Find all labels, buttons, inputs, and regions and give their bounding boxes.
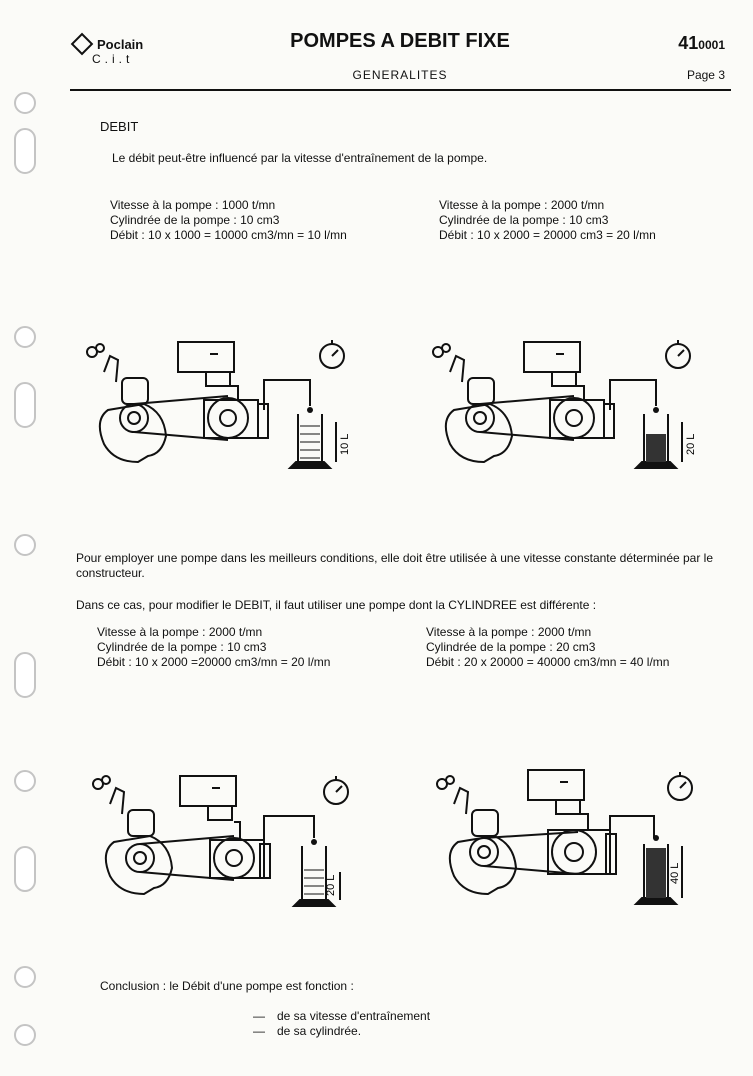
example1-right: Vitesse à la pompe : 2000 t/mn Cylindrée…: [439, 198, 656, 243]
example2-left-flow: Débit : 10 x 2000 =20000 cm3/mn = 20 l/m…: [97, 655, 331, 669]
brand-logo: Poclain: [70, 32, 144, 56]
header-rule: [70, 89, 731, 91]
intro-text: Le débit peut-être influencé par la vite…: [112, 151, 488, 165]
paragraph-2: Dans ce cas, pour modifier le DEBIT, il …: [76, 598, 596, 613]
paragraph-1: Pour employer une pompe dans les meilleu…: [76, 551, 714, 580]
list-bullet: —: [253, 1009, 265, 1023]
binder-hole: [14, 846, 36, 892]
list-item: — de sa cylindrée.: [253, 1024, 430, 1039]
paragraph-2-term-cylindree: CYLINDREE: [448, 598, 517, 612]
example2-left-displacement: Cylindrée de la pompe : 10 cm3: [97, 640, 267, 654]
binder-hole: [14, 128, 36, 174]
brand-name: Poclain: [97, 36, 144, 52]
example1-right-displacement: Cylindrée de la pompe : 10 cm3: [439, 213, 609, 227]
binder-hole: [14, 382, 36, 428]
example1-left-speed: Vitesse à la pompe : 1000 t/mn: [110, 198, 276, 212]
list-item: — de sa vitesse d'entraînement: [253, 1009, 430, 1024]
example2-left: Vitesse à la pompe : 2000 t/mn Cylindrée…: [97, 625, 330, 670]
example2-right-displacement: Cylindrée de la pompe : 20 cm3: [426, 640, 596, 654]
document-number-sub: 0001: [698, 38, 725, 52]
binder-hole: [14, 966, 36, 988]
binder-hole: [14, 770, 36, 792]
brand-subtitle: C.i.t: [92, 52, 134, 66]
pump-figure-2: 20 L: [432, 340, 697, 469]
binder-hole: [14, 534, 36, 556]
example2-right-speed: Vitesse à la pompe : 2000 t/mn: [426, 625, 592, 639]
fig3-volume-label: 20 L: [325, 875, 337, 896]
paragraph-2-term-debit: DEBIT: [234, 598, 269, 612]
pump-figure-4: 40 L: [436, 769, 693, 905]
page-subtitle: GENERALITES: [352, 68, 448, 82]
example1-left-flow: Débit : 10 x 1000 = 10000 cm3/mn = 10 l/…: [110, 228, 347, 242]
binder-hole: [14, 326, 36, 348]
example2-left-speed: Vitesse à la pompe : 2000 t/mn: [97, 625, 263, 639]
fig4-volume-label: 40 L: [669, 863, 681, 884]
document-number-main: 41: [678, 33, 699, 53]
page-title: POMPES A DEBIT FIXE: [290, 30, 510, 52]
binder-hole: [14, 652, 36, 698]
example2-right-flow: Débit : 20 x 20000 = 40000 cm3/mn = 40 l…: [426, 655, 670, 669]
section-heading: DEBIT: [100, 119, 139, 134]
list-item-text: de sa vitesse d'entraînement: [277, 1009, 431, 1023]
conclusion-list: — de sa vitesse d'entraînement — de sa cyl…: [253, 1009, 430, 1039]
pump-figure-1: 10 L: [86, 340, 351, 469]
example1-left: Vitesse à la pompe : 1000 t/mn Cylindrée…: [110, 198, 347, 243]
example1-left-displacement: Cylindrée de la pompe : 10 cm3: [110, 213, 280, 227]
list-item-text: de sa cylindrée.: [277, 1024, 362, 1038]
binder-hole: [14, 1024, 36, 1046]
conclusion-text: Conclusion : le Débit d'une pompe est fo…: [100, 979, 354, 993]
example1-right-speed: Vitesse à la pompe : 2000 t/mn: [439, 198, 605, 212]
example1-right-flow: Débit : 10 x 2000 = 20000 cm3 = 20 l/mn: [439, 228, 656, 242]
paragraph-2-part: Dans ce cas, pour modifier le: [76, 598, 235, 612]
paragraph-2-part: est différente :: [516, 598, 597, 612]
document-number: 410001: [678, 33, 725, 54]
fig1-volume-label: 10 L: [339, 434, 351, 455]
fig2-volume-label: 20 L: [685, 434, 697, 455]
paragraph-2-part: , il faut utiliser une pompe dont la: [268, 598, 449, 612]
binder-hole: [14, 92, 36, 114]
pump-figure-3: 20 L: [92, 775, 349, 907]
list-bullet: —: [253, 1024, 265, 1038]
example2-right: Vitesse à la pompe : 2000 t/mn Cylindrée…: [426, 625, 669, 670]
page-number: Page 3: [686, 68, 725, 82]
